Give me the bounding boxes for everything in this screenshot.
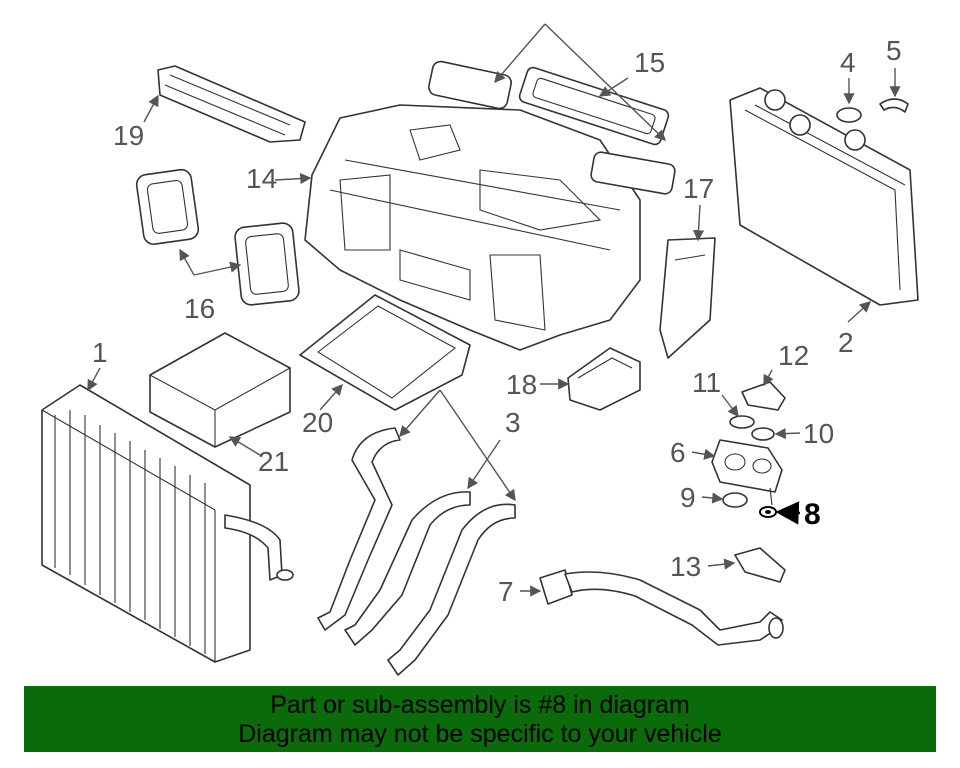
callout-19: 19 — [113, 120, 144, 151]
part-11-oring — [729, 415, 755, 429]
leader-lines — [87, 23, 901, 597]
callout-21: 21 — [258, 446, 289, 477]
callout-20: 20 — [302, 407, 333, 438]
callout-9: 9 — [680, 482, 696, 513]
callout-12: 12 — [778, 340, 809, 371]
callout-7: 7 — [498, 576, 514, 607]
part-12-plate — [741, 381, 786, 411]
callout-13: 13 — [670, 551, 701, 582]
part-7-ac-line — [539, 569, 784, 646]
callout-14: 14 — [246, 163, 277, 194]
part-17-panel — [659, 237, 716, 359]
callout-8-highlighted: 8 — [804, 498, 821, 531]
callout-6: 6 — [670, 437, 686, 468]
part-3-hoses — [317, 427, 516, 676]
part-1-evaporator — [41, 384, 294, 663]
callout-16: 16 — [184, 293, 215, 324]
part-6-expansion-valve — [711, 439, 783, 506]
banner-line-1: Part or sub-assembly is #8 in diagram — [270, 691, 690, 719]
part-18-duct — [567, 347, 641, 411]
callout-3: 3 — [505, 407, 521, 438]
callout-2: 2 — [838, 327, 854, 358]
part-20-tray — [299, 294, 471, 411]
part-10-oring — [751, 427, 775, 441]
info-banner: Part or sub-assembly is #8 in diagram Di… — [24, 686, 936, 752]
part-21-filter — [149, 332, 291, 448]
callout-17: 17 — [683, 173, 714, 204]
callout-18: 18 — [506, 369, 537, 400]
part-16-gaskets — [135, 168, 300, 306]
callout-1: 1 — [92, 337, 108, 368]
part-15-gaskets — [428, 60, 676, 195]
callout-4: 4 — [840, 47, 856, 78]
part-5-clip — [879, 98, 909, 113]
callout-10: 10 — [803, 418, 834, 449]
part-8-seal — [759, 506, 777, 518]
callout-labels: 19 14 16 15 17 4 5 2 1 21 20 18 3 11 12 … — [92, 35, 902, 607]
banner-line-2: Diagram may not be specific to your vehi… — [238, 720, 722, 748]
callout-11: 11 — [692, 367, 721, 398]
part-9-oring — [722, 492, 748, 508]
part-14-housing — [304, 104, 641, 351]
part-13-bracket — [734, 547, 786, 583]
callout-15: 15 — [634, 47, 665, 78]
part-19-duct — [157, 65, 306, 143]
callout-5: 5 — [886, 35, 902, 66]
part-4-oring — [836, 107, 862, 123]
part-2-heater-core — [729, 87, 919, 306]
